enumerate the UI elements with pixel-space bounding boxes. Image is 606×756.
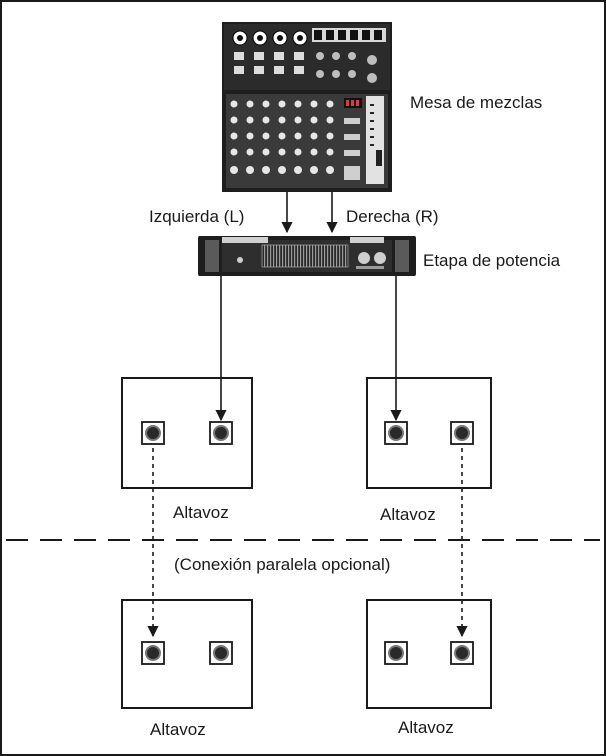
left-channel-label: Izquierda (L) bbox=[149, 207, 244, 226]
speaker-top-left bbox=[121, 377, 253, 489]
speaker-label: Altavoz bbox=[150, 720, 206, 739]
speaker-label: Altavoz bbox=[398, 718, 454, 737]
mixer bbox=[222, 22, 392, 192]
amplifier-label: Etapa de potencia bbox=[423, 251, 561, 270]
speaker-label: Altavoz bbox=[380, 505, 436, 524]
power-amplifier bbox=[198, 236, 416, 276]
mixer-label: Mesa de mezclas bbox=[410, 93, 542, 112]
parallel-connection-note: (Conexión paralela opcional) bbox=[174, 555, 390, 574]
speaker-bottom-left bbox=[121, 599, 253, 709]
speaker-label: Altavoz bbox=[173, 503, 229, 522]
right-channel-label: Derecha (R) bbox=[346, 207, 439, 226]
speaker-top-right bbox=[366, 377, 492, 489]
speaker-bottom-right bbox=[366, 599, 492, 709]
